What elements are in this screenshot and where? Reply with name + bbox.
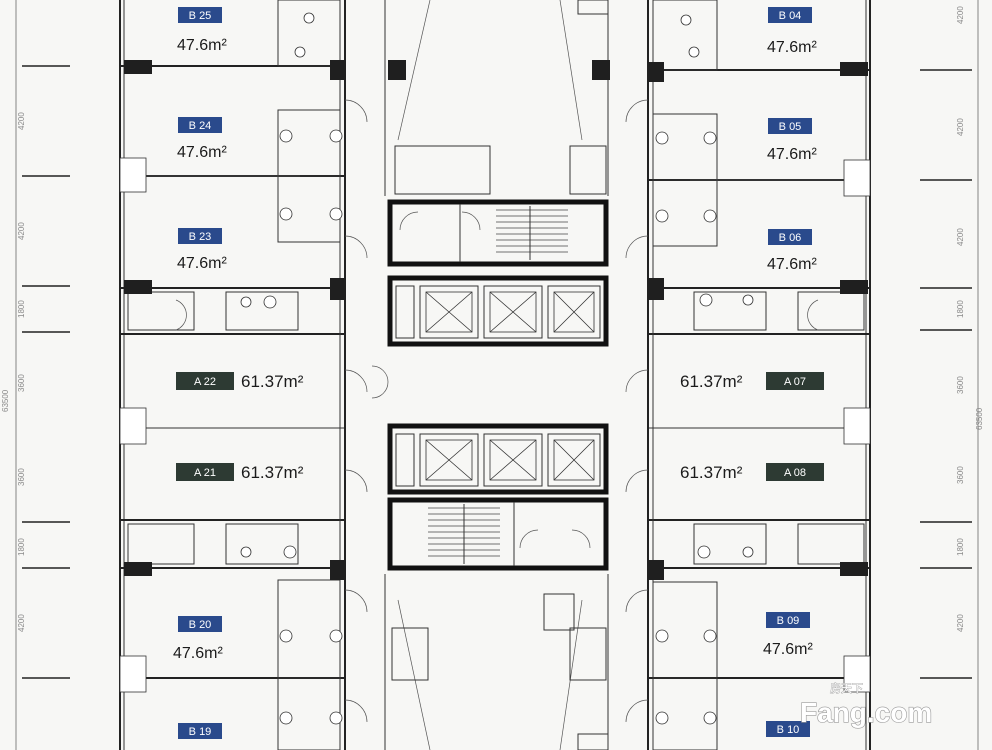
unit-area: 47.6m² — [173, 645, 223, 662]
unit-area: 47.6m² — [177, 255, 227, 272]
unit-a21: A 21 61.37m² — [176, 463, 304, 482]
unit-a08: 61.37m² A 08 — [680, 463, 824, 482]
dim-label: 4200 — [956, 118, 965, 136]
central-core — [371, 0, 610, 750]
dim-label: 3600 — [956, 466, 965, 484]
dim-label: 3600 — [956, 376, 965, 394]
unit-area: 47.6m² — [177, 144, 227, 161]
unit-code: A 21 — [194, 467, 216, 479]
unit-a22: A 22 61.37m² — [176, 372, 304, 391]
dim-label: 4200 — [17, 222, 26, 240]
right-dimension-labels: 4200 4200 4200 1800 3600 3600 1800 4200 … — [956, 6, 984, 632]
unit-b19: B 19 — [178, 723, 222, 739]
unit-b23: B 23 47.6m² — [177, 228, 227, 272]
dimension-guides — [15, 0, 979, 750]
unit-area: 47.6m² — [763, 641, 813, 658]
unit-code: B 05 — [779, 121, 802, 133]
unit-area: 61.37m² — [241, 463, 304, 482]
unit-b10: B 10 — [766, 721, 810, 737]
unit-area: 61.37m² — [680, 463, 743, 482]
unit-a07: 61.37m² A 07 — [680, 372, 824, 391]
dim-label: 1800 — [17, 300, 26, 318]
right-wing — [625, 0, 871, 750]
dim-label: 1800 — [956, 538, 965, 556]
dim-label: 1800 — [17, 538, 26, 556]
dim-label: 4200 — [17, 614, 26, 632]
unit-b25: B 25 47.6m² — [177, 7, 227, 54]
unit-code: A 22 — [194, 376, 216, 388]
unit-code: A 08 — [784, 467, 806, 479]
unit-area: 47.6m² — [767, 146, 817, 163]
unit-code: B 09 — [777, 615, 800, 627]
unit-area: 47.6m² — [767, 39, 817, 56]
unit-b05: B 05 47.6m² — [767, 118, 817, 163]
unit-code: B 23 — [189, 231, 212, 243]
unit-code: A 07 — [784, 376, 806, 388]
fang-watermark-logo: 房天下 Fang.com — [799, 682, 932, 729]
dim-label: 4200 — [956, 6, 965, 24]
unit-code: B 10 — [777, 724, 800, 736]
dim-label: 4200 — [956, 614, 965, 632]
unit-b06: B 06 47.6m² — [767, 229, 817, 273]
unit-b24: B 24 47.6m² — [177, 117, 227, 161]
unit-area: 47.6m² — [767, 256, 817, 273]
unit-b09: B 09 47.6m² — [763, 612, 813, 658]
unit-area: 61.37m² — [241, 372, 304, 391]
unit-code: B 20 — [189, 619, 212, 631]
watermark-cn: 房天下 — [830, 682, 863, 695]
dim-label: 1800 — [956, 300, 965, 318]
unit-code: B 19 — [189, 726, 212, 738]
dim-label: 4200 — [956, 228, 965, 246]
unit-b04: B 04 47.6m² — [767, 7, 817, 56]
unit-b20: B 20 47.6m² — [173, 616, 223, 662]
unit-code: B 04 — [779, 10, 802, 22]
dim-label: 4200 — [17, 112, 26, 130]
dim-total-label: 63500 — [1, 389, 10, 412]
unit-area: 61.37m² — [680, 372, 743, 391]
dim-label: 3600 — [17, 468, 26, 486]
watermark-brand: Fang.com — [800, 697, 932, 728]
unit-code: B 06 — [779, 232, 802, 244]
dim-label: 3600 — [17, 374, 26, 392]
left-dimension-labels: 4200 4200 1800 3600 3600 1800 4200 63500 — [1, 112, 26, 632]
unit-code: B 25 — [189, 10, 212, 22]
unit-area: 47.6m² — [177, 37, 227, 54]
dim-total-label: 63500 — [975, 407, 984, 430]
unit-code: B 24 — [189, 120, 212, 132]
left-wing — [119, 0, 368, 750]
